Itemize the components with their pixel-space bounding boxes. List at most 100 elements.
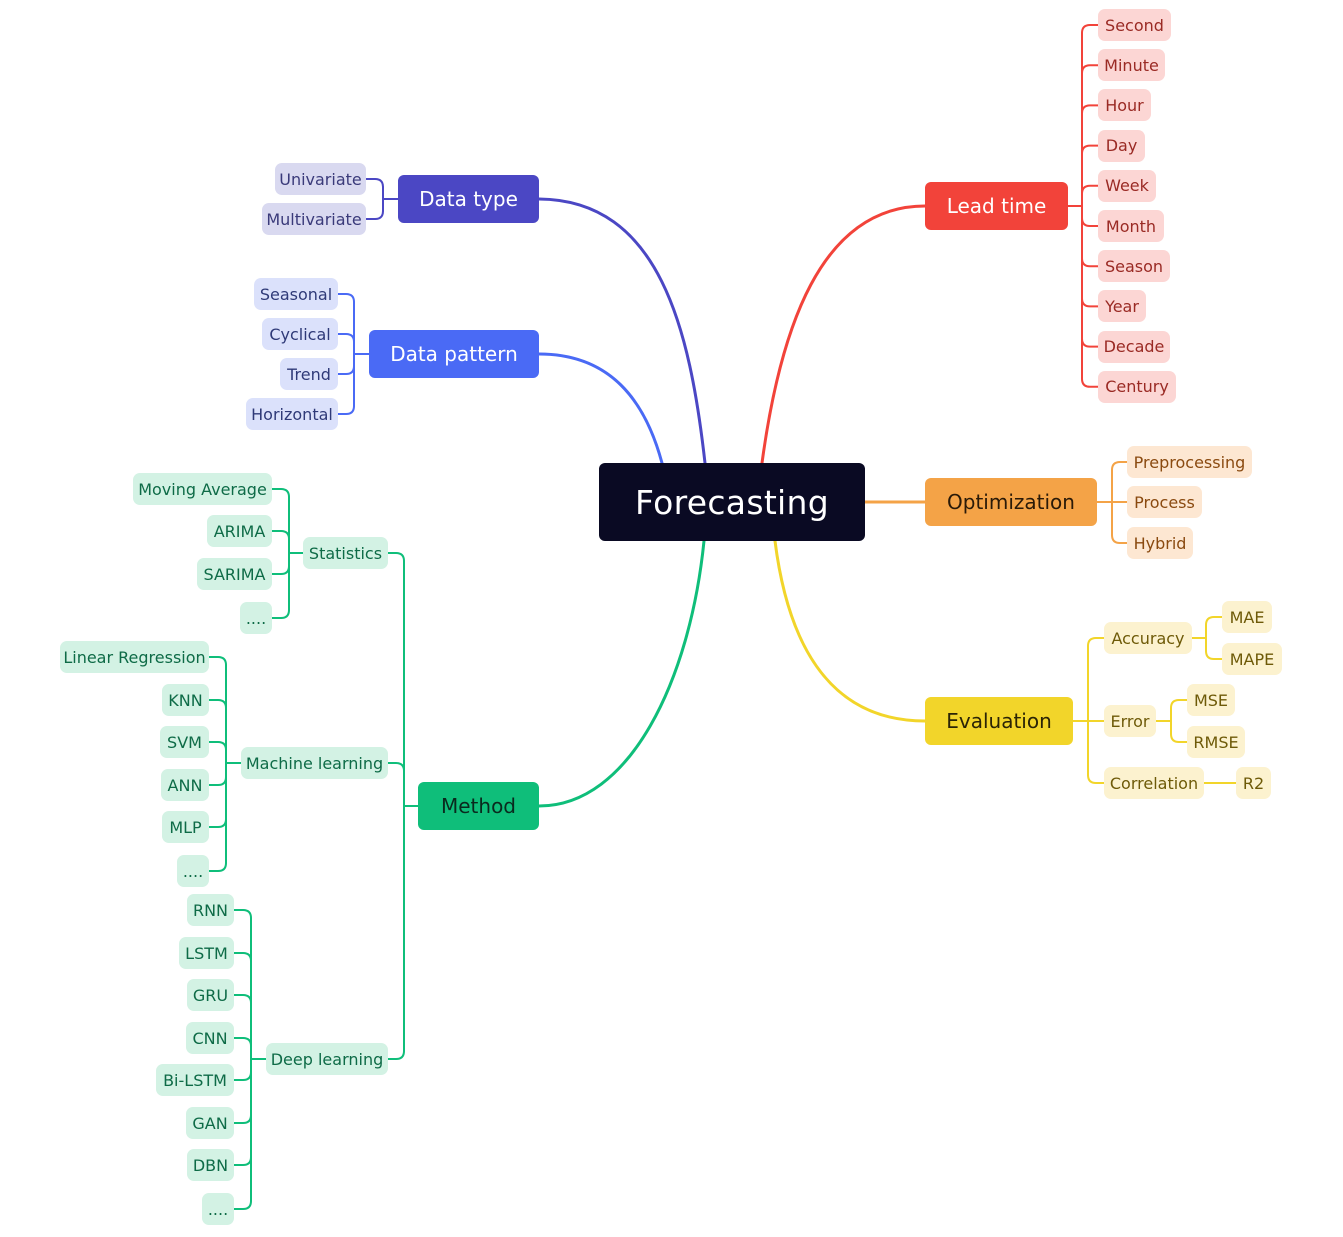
- method-statistics-link-0: [271, 488, 290, 498]
- method-machine-learning-link-1: [208, 699, 227, 709]
- data-pattern-cyclical[interactable]: Cyclical: [262, 318, 338, 350]
- lead-time-link-3: [1081, 144, 1099, 155]
- optimization-hybrid[interactable]: Hybrid: [1127, 527, 1193, 559]
- evaluation-mape[interactable]: MAPE: [1222, 643, 1282, 675]
- branch-evaluation[interactable]: Evaluation: [925, 697, 1073, 745]
- optimization-link-2: [1111, 534, 1128, 544]
- lead-time-second[interactable]: Second: [1098, 9, 1171, 41]
- evaluation-mse[interactable]: MSE: [1187, 684, 1235, 716]
- lead-time-hour[interactable]: Hour: [1098, 89, 1151, 122]
- method-machine-learning-spine: [225, 664, 242, 864]
- method-deep-learning-rnn-0[interactable]: RNN: [187, 894, 234, 926]
- connector-method: [537, 539, 706, 808]
- lead-time-link-7: [1081, 297, 1099, 308]
- data-type-link-1: [365, 210, 384, 220]
- lead-time-link-2: [1081, 104, 1099, 115]
- method-deep-learning-more-7[interactable]: ....: [202, 1193, 234, 1225]
- optimization-preprocessing[interactable]: Preprocessing: [1127, 446, 1252, 478]
- method-machine-learning-knn-1[interactable]: KNN: [162, 684, 209, 716]
- evaluation-group-accuracy[interactable]: Accuracy: [1104, 622, 1192, 654]
- branch-optimization[interactable]: Optimization: [925, 478, 1097, 526]
- method-deep-learning-gru-2[interactable]: GRU: [187, 979, 234, 1011]
- optimization-spine: [1096, 469, 1113, 536]
- lead-time-link-9: [1081, 377, 1099, 388]
- evaluation-error-spine: [1155, 707, 1172, 735]
- method-deep-learning-link-0: [233, 909, 252, 919]
- method-machine-learning-link-5: [208, 862, 227, 872]
- method-statistics-more-3[interactable]: ....: [240, 602, 272, 634]
- method-deep-learning-cnn-3[interactable]: CNN: [186, 1022, 234, 1054]
- evaluation-spine: [1072, 645, 1089, 776]
- data-pattern-horizontal[interactable]: Horizontal: [246, 398, 338, 430]
- method-machine-learning-link-4: [208, 818, 227, 828]
- method-deep-learning-link-7: [233, 1200, 252, 1210]
- lead-time-link-1: [1081, 64, 1099, 75]
- data-type-spine: [382, 186, 399, 212]
- method-group-deep-learning[interactable]: Deep learning: [266, 1043, 388, 1075]
- data-pattern-trend[interactable]: Trend: [280, 358, 338, 390]
- method-deep-learning-gan-5[interactable]: GAN: [186, 1107, 234, 1139]
- data-pattern-link-1: [337, 333, 355, 343]
- lead-time-season[interactable]: Season: [1098, 250, 1170, 283]
- method-deep-learning-link-6: [233, 1156, 252, 1166]
- lead-time-minute[interactable]: Minute: [1098, 49, 1165, 82]
- method-deep-learning-lstm-1[interactable]: LSTM: [179, 937, 234, 969]
- method-group-machine-learning[interactable]: Machine learning: [241, 747, 388, 779]
- data-pattern-seasonal[interactable]: Seasonal: [254, 278, 338, 310]
- evaluation-rmse[interactable]: RMSE: [1187, 726, 1245, 758]
- evaluation-group-correlation[interactable]: Correlation: [1104, 767, 1204, 799]
- data-pattern-link-2: [337, 365, 355, 375]
- method-deep-learning-link-3: [233, 1037, 252, 1047]
- method-statistics-sarima-2[interactable]: SARIMA: [197, 558, 272, 590]
- method-machine-learning-svm-2[interactable]: SVM: [160, 726, 209, 758]
- evaluation-accuracy-link-0: [1205, 616, 1223, 626]
- method-group-statistics[interactable]: Statistics: [303, 537, 388, 569]
- branch-data-pattern[interactable]: Data pattern: [369, 330, 539, 378]
- evaluation-group-error[interactable]: Error: [1104, 705, 1156, 737]
- lead-time-month[interactable]: Month: [1098, 210, 1164, 242]
- lead-time-decade[interactable]: Decade: [1098, 330, 1170, 363]
- method-link-2: [387, 1050, 405, 1060]
- method-statistics-arima-1[interactable]: ARIMA: [207, 515, 272, 547]
- method-statistics-spine: [288, 496, 304, 611]
- method-deep-learning-bi-lstm-4[interactable]: Bi-LSTM: [156, 1064, 234, 1096]
- lead-time-week[interactable]: Week: [1098, 169, 1156, 202]
- lead-time-link-5: [1081, 217, 1099, 227]
- method-machine-learning-linear-regression-0[interactable]: Linear Regression: [60, 641, 209, 673]
- connector-evaluation: [773, 539, 927, 723]
- branch-lead-time[interactable]: Lead time: [925, 182, 1068, 230]
- method-statistics-moving-average-0[interactable]: Moving Average: [133, 473, 272, 505]
- optimization-process[interactable]: Process: [1127, 486, 1202, 518]
- method-machine-learning-ann-3[interactable]: ANN: [161, 769, 209, 801]
- data-type-multivariate[interactable]: Multivariate: [262, 203, 366, 235]
- lead-time-link-6: [1081, 257, 1099, 268]
- lead-time-century[interactable]: Century: [1098, 370, 1176, 403]
- connector-data-type: [537, 197, 707, 465]
- evaluation-mae[interactable]: MAE: [1222, 601, 1272, 633]
- evaluation-error-link-1: [1170, 733, 1188, 743]
- data-pattern-spine: [353, 301, 370, 407]
- evaluation-accuracy-link-1: [1205, 650, 1223, 660]
- connector-lead-time: [760, 204, 927, 465]
- method-machine-learning-link-2: [208, 741, 227, 751]
- evaluation-r2[interactable]: R2: [1236, 767, 1271, 799]
- branch-method[interactable]: Method: [418, 782, 539, 830]
- evaluation-link-0: [1087, 637, 1105, 647]
- lead-time-year[interactable]: Year: [1098, 290, 1146, 323]
- lead-time-link-8: [1081, 337, 1099, 348]
- evaluation-error-link-0: [1170, 699, 1188, 709]
- method-machine-learning-more-5[interactable]: ....: [177, 855, 209, 887]
- branch-data-type[interactable]: Data type: [398, 175, 539, 223]
- center-node-forecasting[interactable]: Forecasting: [599, 463, 865, 541]
- method-deep-learning-link-5: [233, 1114, 252, 1124]
- method-machine-learning-mlp-4[interactable]: MLP: [162, 811, 209, 843]
- lead-time-spine: [1067, 32, 1083, 380]
- lead-time-day[interactable]: Day: [1098, 129, 1145, 162]
- data-type-link-0: [365, 178, 384, 188]
- method-machine-learning-link-0: [208, 656, 227, 666]
- method-deep-learning-dbn-6[interactable]: DBN: [187, 1149, 234, 1181]
- evaluation-link-2: [1087, 774, 1105, 784]
- data-pattern-link-3: [337, 405, 355, 415]
- data-type-univariate[interactable]: Univariate: [275, 163, 366, 195]
